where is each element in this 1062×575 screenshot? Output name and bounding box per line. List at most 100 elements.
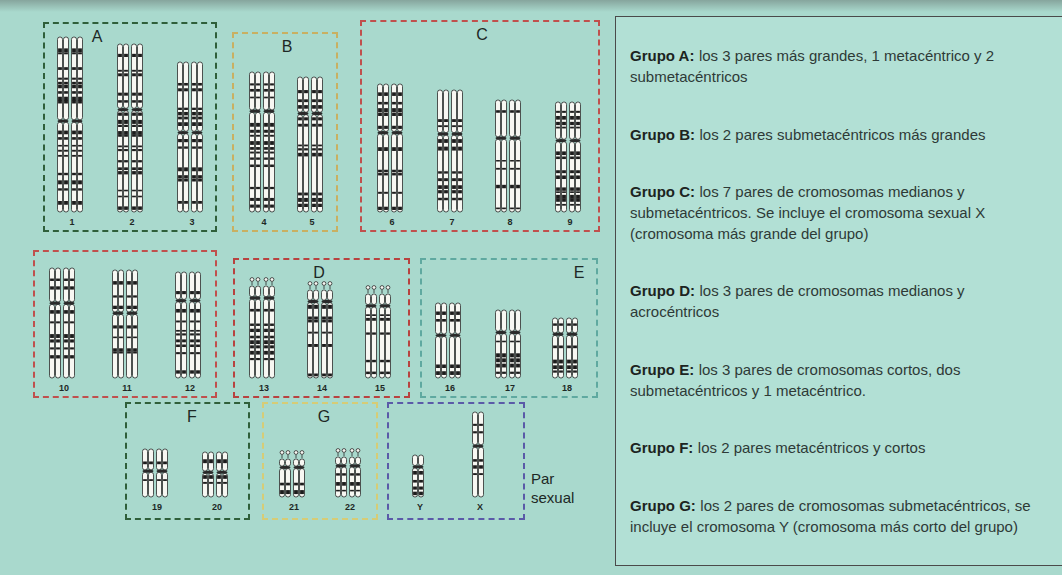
chromosome-band (384, 108, 388, 112)
chromosome-band (184, 175, 188, 178)
chromosome-band (192, 146, 196, 148)
chromosome-pair (298, 77, 323, 212)
chromosome-number: Y (417, 502, 423, 512)
group-letter: E (574, 264, 585, 282)
chromosome-number: 14 (317, 383, 327, 393)
chromosome-band (366, 360, 370, 362)
chromatid-arm (419, 468, 424, 497)
chromosome-band (64, 78, 68, 80)
chromosome-band (264, 83, 268, 85)
chromosome-band (502, 110, 506, 113)
chromosome-band (553, 346, 557, 349)
chromatid-arm (294, 459, 299, 466)
chromosome-band (190, 370, 194, 373)
chromosome-band (450, 311, 454, 314)
chromosome-number: 18 (562, 383, 572, 393)
centromere (556, 139, 567, 142)
chromosome-band (372, 318, 376, 321)
chromosome-band (419, 492, 423, 495)
chromatid-arm (286, 459, 291, 466)
chromosome-number: 19 (152, 502, 162, 512)
chromosome-band (350, 490, 354, 492)
chromosome-band (328, 374, 332, 377)
group-box: C6789 (360, 20, 600, 232)
chromosome-band (496, 110, 500, 113)
chromatid-arm (286, 469, 291, 497)
chromosome-band (392, 102, 396, 105)
chromosome-band (58, 67, 62, 70)
chromosome-band (72, 78, 76, 80)
chromosome-band (72, 52, 76, 54)
chromosome-band (250, 324, 254, 326)
chromosome-number: 2 (129, 217, 134, 227)
chromosome-pair (250, 278, 275, 378)
chromosome-band (366, 372, 370, 375)
centromere (452, 132, 463, 135)
chromosome-band (118, 93, 122, 96)
chromosome-band (256, 187, 260, 189)
chromatid-arm (438, 135, 443, 212)
chromatid-arm (300, 459, 305, 466)
chromosome-band (556, 195, 560, 199)
chromosome-band (184, 112, 188, 115)
chromosome-band (124, 113, 128, 116)
chromatid-arm (198, 62, 203, 131)
chromatid-arm (58, 37, 63, 120)
centromere (280, 466, 291, 469)
chromosome-band (378, 173, 382, 175)
chromosome-band (314, 320, 318, 323)
chromosome-band (78, 131, 82, 135)
chromosome-band (562, 122, 566, 125)
chromosome-band (562, 191, 566, 193)
chromosome-band (573, 360, 577, 364)
chromosome-band (264, 165, 268, 168)
chromatid-arm (178, 134, 183, 212)
chromosome-band (502, 353, 506, 357)
chromosome-band (196, 330, 200, 332)
chromosome-band (250, 152, 254, 154)
centromere (157, 469, 168, 472)
centromere (496, 331, 507, 334)
chromosome-band (298, 105, 302, 109)
chromosome-band (556, 187, 560, 190)
centromere (264, 296, 275, 299)
chromosome-band (138, 125, 142, 127)
chromatid-arm (223, 473, 228, 497)
chromatid-arm (294, 469, 299, 497)
chromosome-band (58, 52, 62, 54)
chromatid-arm (458, 90, 463, 133)
chromosome-band (64, 201, 68, 205)
centromere (143, 469, 154, 472)
chromosome-band (64, 310, 68, 314)
chromosome-band (516, 358, 520, 362)
chromatid-arm (438, 90, 443, 133)
chromosome-band (223, 475, 227, 479)
chromosome-band (157, 479, 161, 481)
chromosome-band (182, 333, 186, 335)
chromosome-band (556, 198, 560, 202)
chromosome-band (58, 180, 62, 184)
chromosome-band (562, 127, 566, 129)
chromosome-band (176, 321, 180, 323)
chromosome-band (58, 150, 62, 152)
chromatid-arm (502, 334, 507, 378)
chromosome-band (270, 157, 274, 159)
chromosome-band (58, 145, 62, 147)
chromosome-band (473, 459, 477, 462)
chromatid-arm (256, 299, 261, 378)
chromosome-band (118, 131, 122, 135)
chromosome-band (270, 130, 274, 133)
chromatid-arm (70, 304, 75, 378)
chromatid-arm (157, 472, 162, 497)
chromosome-band (576, 191, 580, 193)
satellite (328, 282, 332, 286)
chromosome-band (196, 309, 200, 313)
satellite-stalk (368, 290, 369, 294)
satellite (294, 451, 298, 455)
chromosome-band (118, 73, 122, 76)
chromosome-band (458, 185, 462, 189)
satellite-stalk (324, 286, 325, 290)
chromosome-band (256, 324, 260, 326)
chromosome-band (70, 347, 74, 349)
chromatid-arm (304, 77, 309, 112)
